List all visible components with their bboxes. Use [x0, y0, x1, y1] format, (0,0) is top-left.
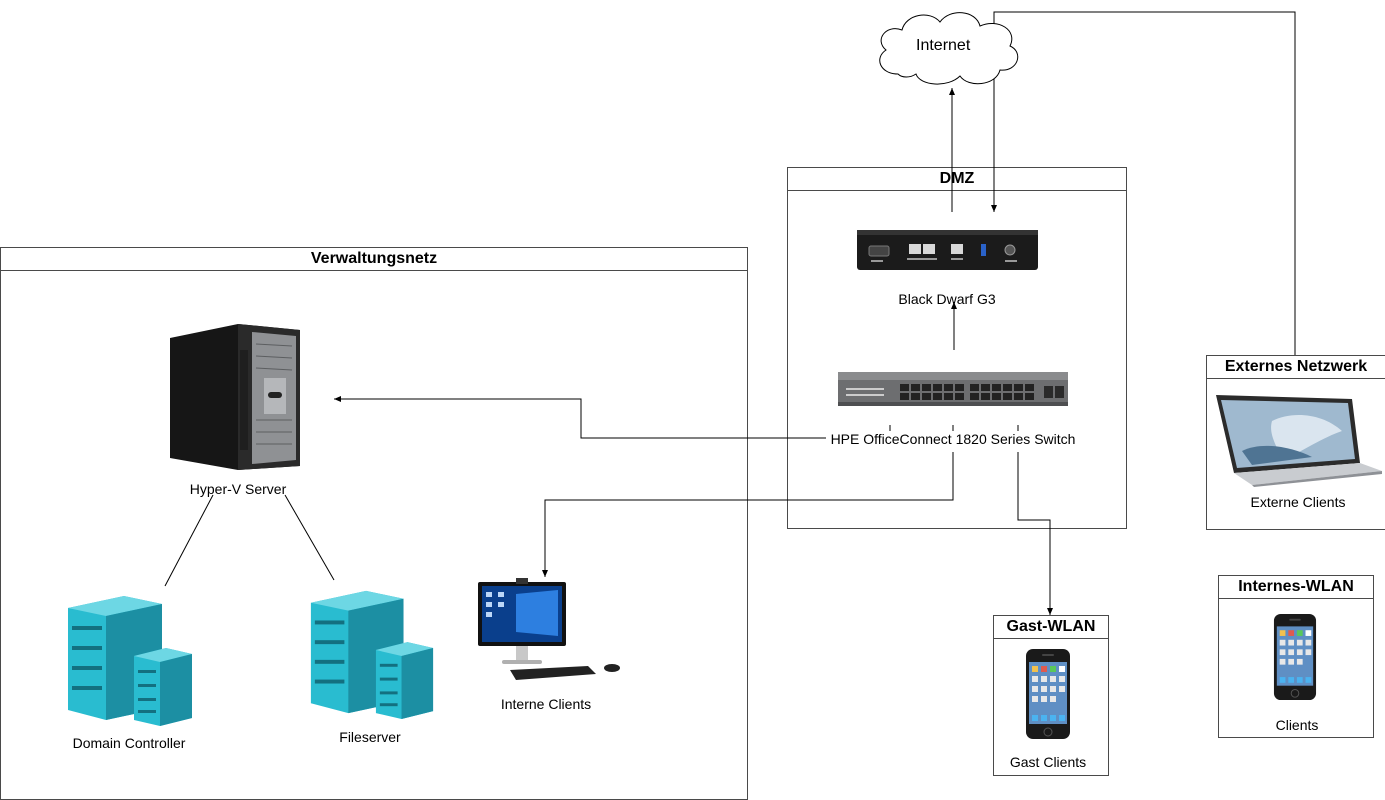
group-dmz[interactable]: DMZ — [787, 167, 1127, 529]
switch-icon — [838, 372, 1068, 406]
tower-server-icon — [170, 324, 300, 470]
group-title-externes-netzwerk: Externes Netzwerk — [1207, 356, 1385, 379]
hyperv-label: Hyper-V Server — [189, 481, 287, 497]
domain-controller-device[interactable] — [64, 590, 194, 726]
firewall-icon — [857, 230, 1038, 270]
group-title-verwaltungsnetz: Verwaltungsnetz — [1, 248, 747, 271]
group-title-dmz: DMZ — [788, 168, 1126, 191]
link-hyperv-fileserver — [284, 494, 335, 581]
hyperv-server-device[interactable] — [168, 320, 302, 472]
group-title-internes-wlan: Internes-WLAN — [1219, 576, 1373, 599]
cloud-icon — [879, 12, 1019, 85]
wlan-clients-label: Clients — [1275, 717, 1319, 733]
desktop-computer-icon — [478, 578, 620, 680]
link-switch-hyperv — [334, 396, 826, 439]
switch-device[interactable] — [838, 368, 1068, 408]
gast-clients-label: Gast Clients — [1009, 754, 1087, 770]
link-externes-firewall — [991, 11, 1296, 355]
server-rack-icon — [68, 596, 192, 726]
fileserver-label: Fileserver — [339, 729, 401, 745]
interne-clients-device[interactable] — [476, 578, 624, 684]
switch-label: HPE OfficeConnect 1820 Series Switch — [828, 431, 1078, 447]
interne-clients-label: Interne Clients — [500, 696, 592, 712]
link-switch-interne-clients — [542, 452, 954, 577]
group-title-gast-wlan: Gast-WLAN — [994, 616, 1108, 639]
domain-controller-label: Domain Controller — [72, 735, 186, 751]
smartphone-icon — [1273, 613, 1317, 701]
wlan-clients-device[interactable] — [1273, 611, 1317, 703]
externe-clients-device[interactable] — [1212, 391, 1384, 487]
externe-clients-label: Externe Clients — [1250, 494, 1346, 510]
fileserver-device[interactable] — [306, 585, 436, 719]
link-hyperv-domain-controller — [164, 494, 214, 587]
gast-clients-device[interactable] — [1025, 648, 1071, 740]
smartphone-icon — [1026, 649, 1070, 739]
firewall-device[interactable] — [857, 228, 1038, 272]
laptop-icon — [1216, 395, 1382, 487]
internet-label: Internet — [916, 37, 971, 54]
server-rack-icon — [310, 590, 434, 719]
firewall-label: Black Dwarf G3 — [898, 291, 996, 307]
internet-cloud[interactable]: Internet — [868, 6, 1026, 88]
link-switch-gast-wlan — [1017, 452, 1053, 615]
